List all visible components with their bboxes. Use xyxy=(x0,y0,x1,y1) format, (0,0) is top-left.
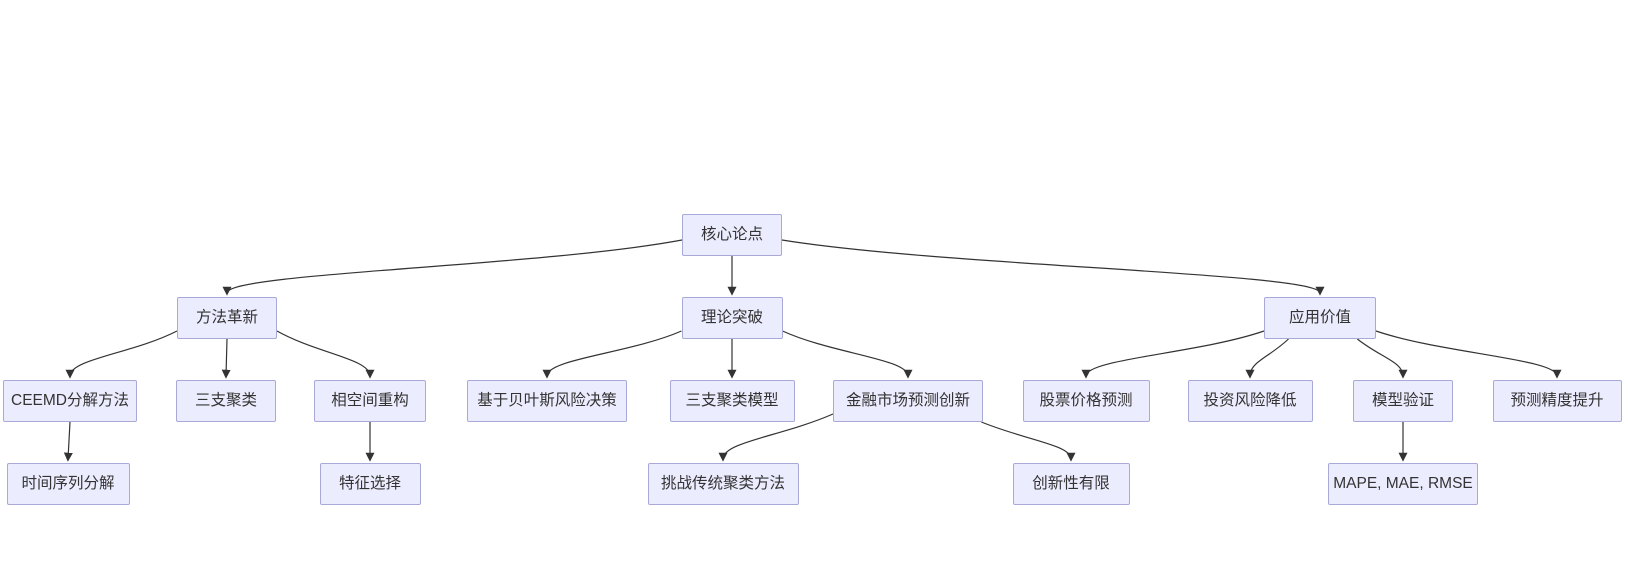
edge-ceemd-tsdecomp xyxy=(63,421,73,462)
edge-method-phasespace xyxy=(276,330,375,379)
edge-application-accuracy xyxy=(1375,330,1562,379)
node-core: 核心论点 xyxy=(682,214,782,256)
edge-finmarket-limited xyxy=(981,421,1076,462)
node-twcmodel: 三支聚类模型 xyxy=(669,380,795,422)
edge-application-validation xyxy=(1356,338,1408,379)
edge-core-application xyxy=(781,239,1325,296)
node-limited: 创新性有限 xyxy=(1012,463,1130,505)
node-tsdecomp: 时间序列分解 xyxy=(6,463,130,505)
node-phasespace: 相空间重构 xyxy=(314,380,426,422)
edge-core-method xyxy=(222,239,683,296)
node-theory: 理论突破 xyxy=(681,297,783,339)
edge-finmarket-challenge xyxy=(718,413,834,462)
edge-application-stock xyxy=(1081,330,1265,379)
node-application: 应用价值 xyxy=(1264,297,1376,339)
edge-theory-finmarket xyxy=(782,330,913,379)
edge-theory-bayes xyxy=(542,330,682,379)
node-feature: 特征选择 xyxy=(319,463,421,505)
edge-application-invest xyxy=(1245,338,1289,379)
node-finmarket: 金融市场预测创新 xyxy=(833,380,983,422)
node-challenge: 挑战传统聚类方法 xyxy=(647,463,799,505)
node-metrics: MAPE, MAE, RMSE xyxy=(1328,463,1478,505)
node-validation: 模型验证 xyxy=(1353,380,1453,422)
node-method: 方法革新 xyxy=(177,297,277,339)
node-ceemd: CEEMD分解方法 xyxy=(3,380,137,422)
node-stock: 股票价格预测 xyxy=(1022,380,1150,422)
node-invest: 投资风险降低 xyxy=(1187,380,1313,422)
edge-method-ceemd xyxy=(65,330,178,379)
edge-method-threeway xyxy=(221,338,231,379)
node-bayes: 基于贝叶斯风险决策 xyxy=(467,380,627,422)
node-accuracy: 预测精度提升 xyxy=(1492,380,1622,422)
node-threeway: 三支聚类 xyxy=(176,380,276,422)
